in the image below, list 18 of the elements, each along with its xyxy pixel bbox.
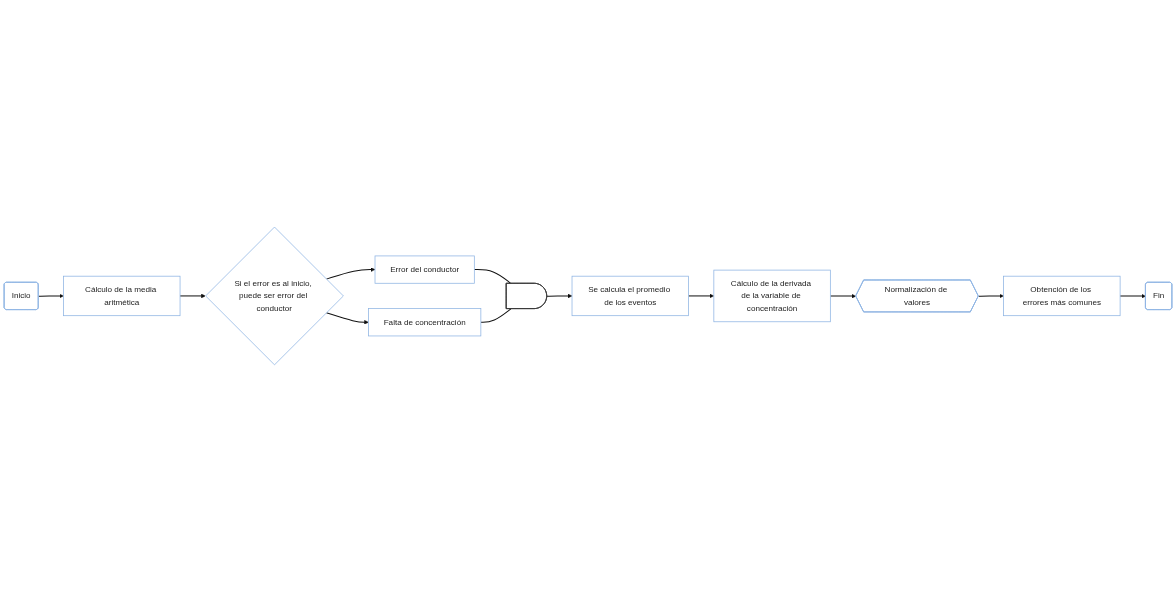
connector <box>480 308 512 323</box>
arrow <box>546 293 573 299</box>
arrow <box>688 293 715 299</box>
node-box: Se calcula el promedio de los eventos <box>571 275 689 317</box>
arrow <box>829 293 857 299</box>
connector <box>473 269 512 285</box>
node-diamond: Si el error es al inicio, puede ser error del conductor <box>205 226 344 366</box>
node-box: Cálculo de la derivada de la variable de concentración <box>713 269 831 323</box>
node-box: Cálculo de la media aritmética <box>63 275 181 317</box>
arrow <box>1119 293 1146 299</box>
arrow <box>325 312 369 325</box>
arrow <box>179 293 206 299</box>
node-box: Falta de concentración <box>368 308 482 337</box>
arrow <box>325 267 376 280</box>
node-box: Obtención de los errores más comunes <box>1003 275 1121 317</box>
arrow <box>37 293 64 299</box>
arrow <box>978 293 1004 299</box>
node-box: Error del conductor <box>374 255 475 284</box>
